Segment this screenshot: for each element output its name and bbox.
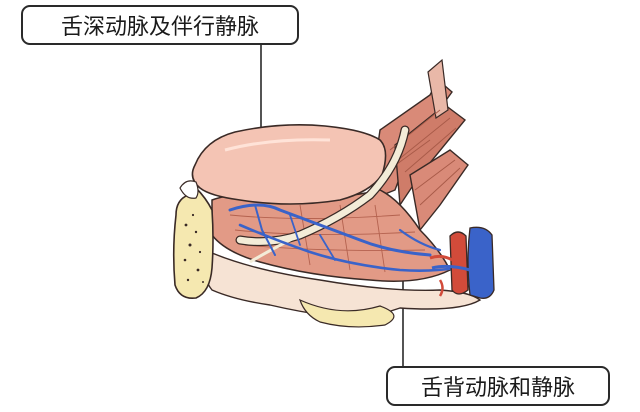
lip-tissue (179, 180, 199, 199)
lingual-artery-branch (429, 254, 453, 262)
floor-of-mouth-lower (298, 298, 395, 328)
bone-marrow-dots (183, 213, 204, 283)
external-carotid-artery (449, 231, 469, 295)
tongue-dorsum-highlight (224, 138, 331, 152)
internal-jugular-vein (467, 226, 495, 299)
floor-of-mouth-tissue (202, 249, 482, 319)
tongue-dorsum (191, 124, 387, 205)
muscle-band-2 (409, 149, 469, 232)
lingual-nerve-fill (236, 126, 409, 245)
dorsal-lingual-vessels-label: 舌背动脉和静脉 (386, 366, 610, 406)
styloid-tendon (427, 58, 449, 120)
mandible-section (172, 186, 214, 300)
lower-artery-branch (438, 279, 444, 297)
deep-lingual-vessels (228, 203, 457, 272)
lingual-vein-branch (431, 264, 471, 272)
deep-lingual-vessels-label: 舌深动脉及伴行静脉 (21, 5, 299, 45)
